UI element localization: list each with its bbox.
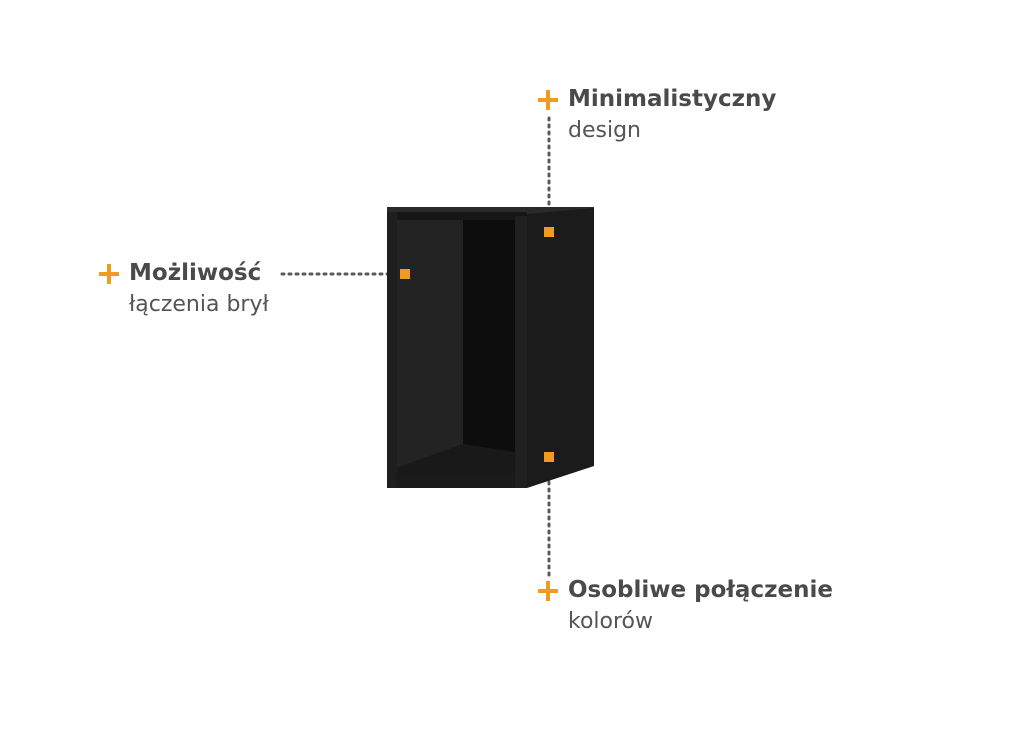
cabinet-side-panel [527,208,594,488]
cabinet-back-wall [397,220,463,468]
plus-icon [538,90,558,110]
cabinet-front-right-edge [515,216,527,488]
cabinet [387,207,594,488]
callout-top-subtitle: design [568,118,641,143]
cabinet-inner-right-wall [463,220,515,474]
callout-left-subtitle: łączenia brył [129,292,269,317]
cabinet-inner-bottom [397,444,515,474]
callout-top-title: Minimalistyczny [568,86,777,112]
callout-bottom-title: Osobliwe połączenie [568,577,833,603]
marker-top [544,227,554,237]
callout-bottom-subtitle: kolorów [568,609,654,634]
callout-top: Minimalistyczny design [568,84,776,148]
marker-left [400,269,410,279]
marker-bottom [544,452,554,462]
callout-left: Możliwość łączenia brył [129,258,269,322]
callout-bottom: Osobliwe połączenie kolorów [568,575,833,639]
plus-icon [538,581,558,601]
cabinet-bottom-edge [387,474,527,488]
callout-left-title: Możliwość [129,260,262,286]
plus-icon [99,264,119,284]
cabinet-front-left-edge [387,212,397,488]
